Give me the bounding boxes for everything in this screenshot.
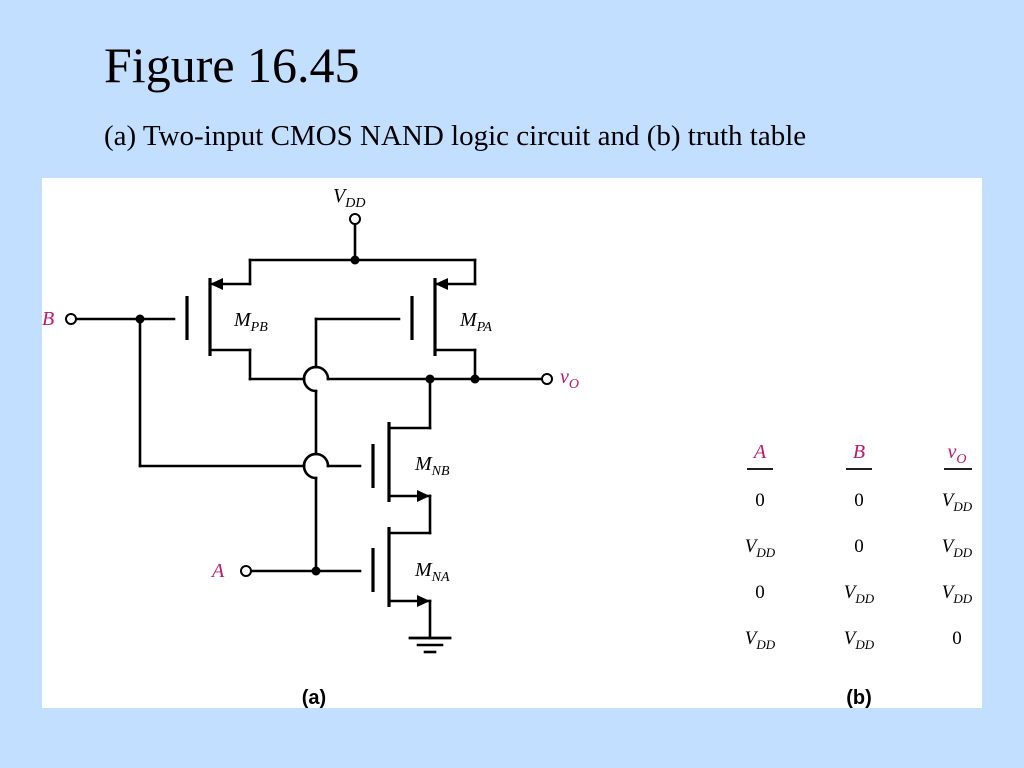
a-input-label: A (210, 560, 225, 582)
tt-cell: VDD (942, 490, 973, 514)
terminals (65, 213, 553, 640)
b-input-label: B (42, 308, 54, 330)
mpb-label: MPB (233, 309, 268, 335)
tt-cell: VDD (942, 536, 973, 560)
caption-a: (a) (302, 687, 326, 708)
tt-cell: VDD (942, 582, 973, 606)
figure-panel: VDD B A vO MPB MPA MNB MNA (a) A B vO 0 … (42, 178, 982, 708)
circuit-wiring (74, 222, 544, 654)
slide-subtitle: (a) Two-input CMOS NAND logic circuit an… (104, 120, 807, 152)
tt-cell: VDD (844, 582, 875, 606)
source-arrows (210, 278, 448, 607)
transistor-bodies (185, 278, 437, 607)
output-junction-left (425, 374, 435, 384)
mpa-source-arrow (435, 278, 448, 290)
mpb-source-arrow (210, 278, 223, 290)
vdd-junction (350, 255, 360, 265)
caption-b: (b) (846, 687, 872, 708)
mnb-source-arrow (417, 490, 430, 502)
truth-table: A B vO 0 0 VDD VDD 0 VDD 0 VDD VDD VDD V… (745, 441, 973, 708)
mpa-label: MPA (459, 309, 492, 335)
figure-svg: VDD B A vO MPB MPA MNB MNA (a) A B vO 0 … (42, 185, 973, 708)
tt-cell: VDD (745, 628, 776, 652)
tt-cell: VDD (844, 628, 875, 652)
tt-cell: 0 (755, 582, 765, 603)
a-junction (311, 566, 321, 576)
vdd-terminal (349, 213, 361, 225)
slide-title: Figure 16.45 (104, 37, 360, 93)
tt-header-a: A (752, 441, 767, 463)
mna-label: MNA (414, 559, 450, 585)
b-junction (135, 314, 145, 324)
tt-cell: 0 (854, 490, 864, 511)
vdd-label: VDD (333, 185, 365, 211)
mnb-label: MNB (414, 453, 450, 479)
mna-source-arrow (417, 595, 430, 607)
tt-cell: 0 (854, 536, 864, 557)
output-junction-right (470, 374, 480, 384)
tt-header-vo: vO (947, 441, 966, 467)
vo-terminal (541, 373, 553, 385)
tt-cell: 0 (952, 628, 962, 649)
junction-dots (135, 255, 480, 576)
tt-cell: 0 (755, 490, 765, 511)
tt-cell: VDD (745, 536, 776, 560)
b-terminal (65, 313, 77, 325)
a-terminal (240, 565, 252, 577)
vo-output-label: vO (560, 366, 579, 392)
tt-header-b: B (853, 441, 865, 463)
